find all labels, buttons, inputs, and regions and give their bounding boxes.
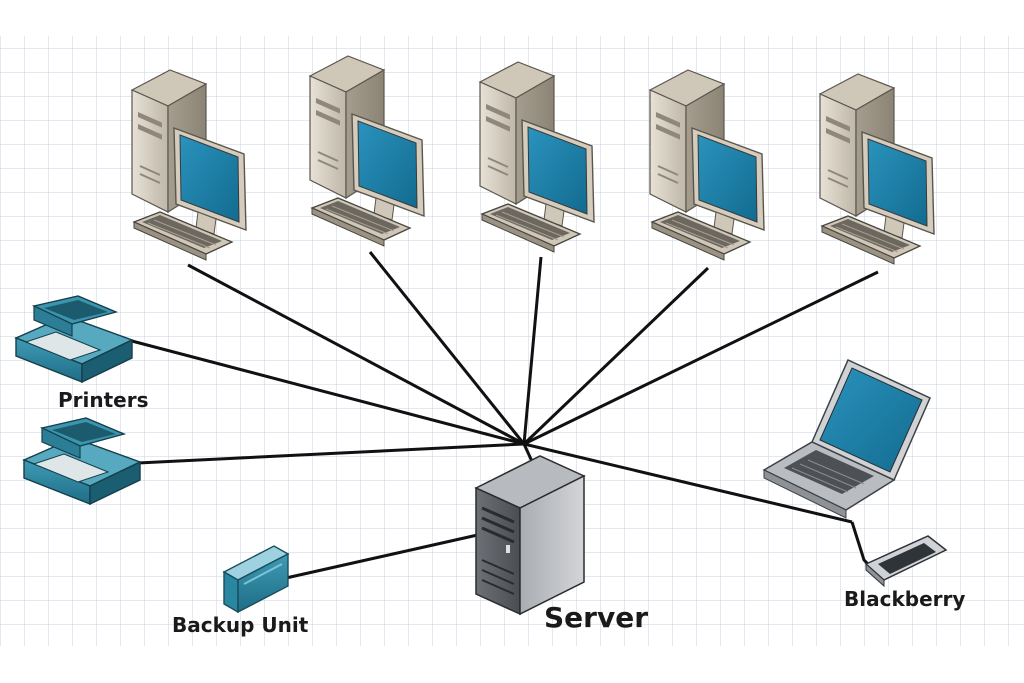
backup-drive-icon	[222, 545, 290, 614]
smartphone-icon	[864, 535, 948, 588]
printers-label: Printers	[58, 388, 149, 412]
server-tower-icon	[474, 455, 586, 616]
backup-unit-label: Backup Unit	[172, 613, 309, 637]
blackberry-label: Blackberry	[844, 587, 966, 611]
server-label: Server	[544, 601, 649, 634]
laptop-icon	[762, 358, 931, 519]
connection-lines	[127, 251, 879, 580]
